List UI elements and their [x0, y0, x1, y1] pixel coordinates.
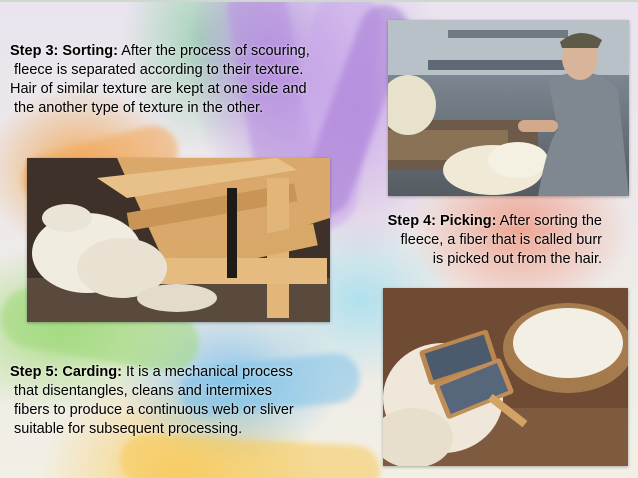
step-4-line-2: fleece, a fiber that is called burr — [400, 232, 603, 248]
step-5-heading: Step 5: Carding: — [10, 364, 122, 380]
step-4-caption: Step 4: Picking: After sorting the fleec… — [388, 212, 602, 269]
picking-photo — [27, 158, 330, 322]
step-3-line-1: Step 3: Sorting: After the process of sc… — [10, 43, 310, 59]
sorting-photo — [388, 20, 629, 196]
step-5-line-4: suitable for subsequent processing. — [10, 421, 243, 437]
carding-photo — [383, 288, 628, 466]
step-4-line-3: is picked out from the hair. — [432, 251, 602, 267]
step-3-line-2: fleece is separated according to their t… — [10, 62, 304, 78]
step-5-caption: Step 5: Carding: It is a mechanical proc… — [10, 363, 294, 439]
step-3-heading: Step 3: Sorting: — [10, 43, 118, 59]
step-5-line-2: that disentangles, cleans and intermixes — [10, 383, 272, 399]
step-4-line-1: Step 4: Picking: After sorting the — [387, 213, 602, 229]
step-3-line-3: Hair of similar texture are kept at one … — [10, 81, 307, 97]
step-5-line-1: Step 5: Carding: It is a mechanical proc… — [10, 364, 293, 380]
step-3-caption: Step 3: Sorting: After the process of sc… — [10, 42, 310, 118]
step-4-heading: Step 4: Picking: — [387, 213, 497, 229]
step-3-line-4: the another type of texture in the other… — [10, 100, 264, 116]
step-5-line-3: fibers to produce a continuous web or sl… — [10, 402, 294, 418]
top-border — [0, 0, 638, 2]
